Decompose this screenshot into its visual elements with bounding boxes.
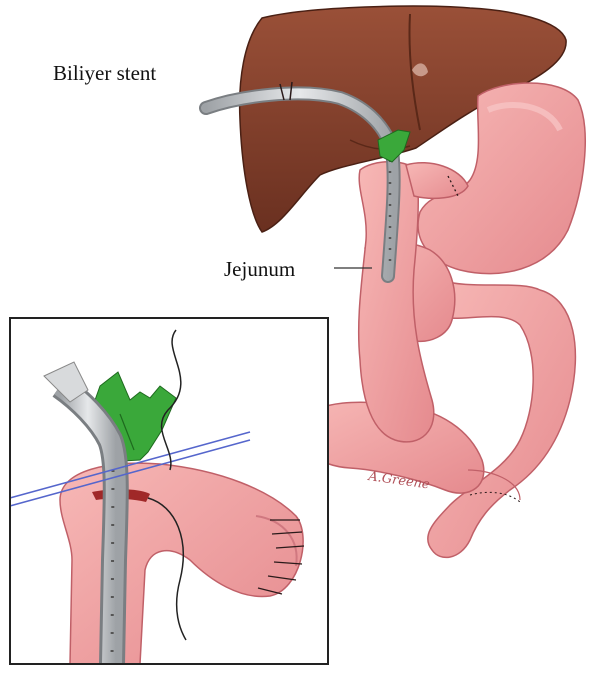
inset-detail <box>10 318 328 664</box>
label-jejunum: Jejunum <box>224 259 295 280</box>
label-biliary-stent: Biliyer stent <box>53 63 156 84</box>
small-bowel <box>299 242 575 557</box>
